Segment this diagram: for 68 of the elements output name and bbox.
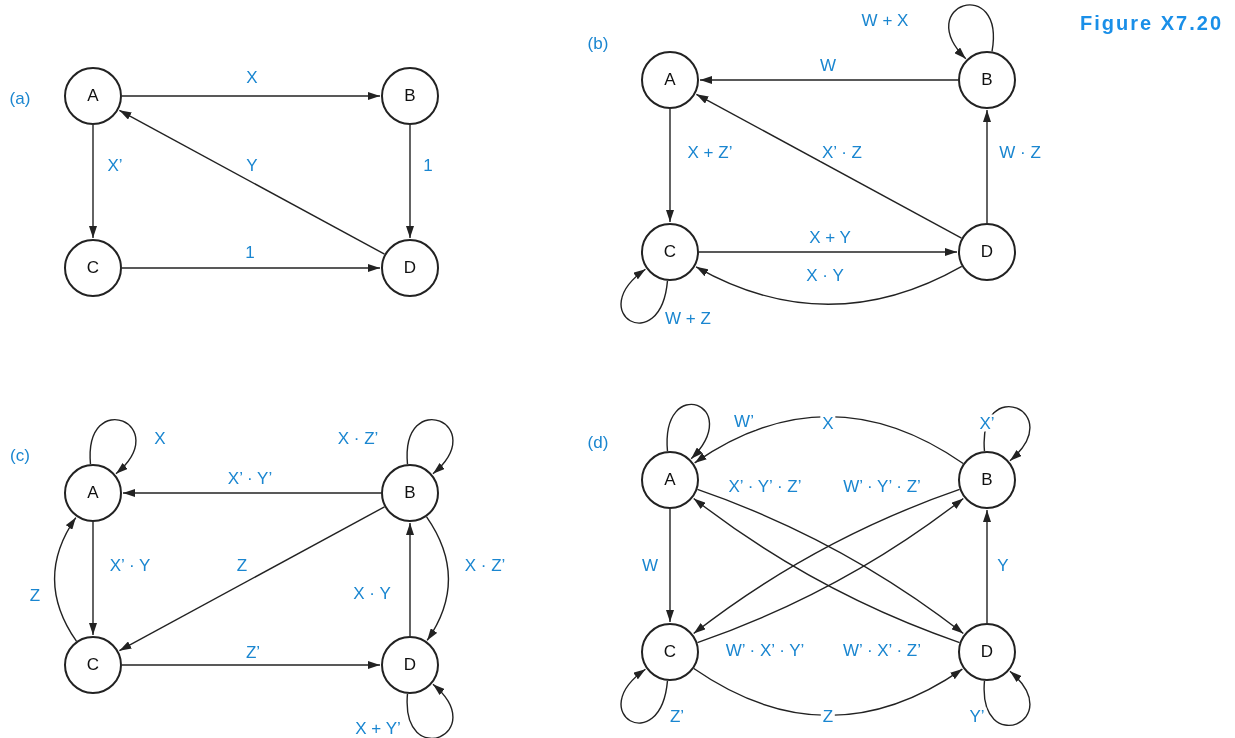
- edge-label: X · Z’: [335, 429, 381, 447]
- edge-label: 1: [421, 156, 435, 174]
- panel-label: (a): [9, 89, 31, 107]
- edge-label: X: [820, 414, 836, 432]
- edge-label: W + X: [859, 11, 911, 29]
- arrow: [693, 415, 964, 465]
- arrow: [122, 489, 382, 497]
- arrow: [948, 4, 995, 60]
- arrow: [89, 418, 137, 475]
- edge-label: X’: [105, 156, 125, 174]
- arrow: [121, 661, 381, 669]
- arrow: [89, 521, 97, 636]
- edge-label: X’ · Y’: [225, 469, 275, 487]
- edge-label: X’ · Z: [820, 143, 864, 161]
- arrow: [695, 93, 963, 239]
- arrow: [406, 418, 454, 475]
- arrow: [121, 264, 381, 272]
- edge-label: Y’: [967, 707, 987, 725]
- arrow: [983, 109, 991, 224]
- arrow: [118, 109, 386, 255]
- arrow: [53, 516, 78, 642]
- arrow: [983, 509, 991, 624]
- panel-label: (d): [587, 433, 609, 451]
- edge-label: Y: [995, 556, 1011, 574]
- arrow: [695, 265, 963, 305]
- arrow: [693, 667, 964, 717]
- edge-label: W’ · X’ · Y’: [723, 641, 807, 659]
- edge-label: W’: [732, 412, 756, 430]
- arrow: [425, 516, 450, 642]
- edge-label: X · Z’: [462, 556, 508, 574]
- edge-label: W’ · Y’ · Z’: [841, 477, 923, 495]
- edge-label: X’: [977, 414, 997, 432]
- panel-label: (c): [10, 446, 30, 464]
- edge-label: X: [244, 68, 260, 86]
- arrow: [666, 508, 674, 623]
- arrow: [89, 124, 97, 239]
- figure-title: Figure X7.20: [1080, 11, 1223, 36]
- edge-label: X’ · Y’ · Z’: [726, 477, 804, 495]
- edge-label: X + Y: [807, 228, 853, 246]
- edge-label: Z: [820, 707, 836, 725]
- arrow: [406, 683, 454, 738]
- edge-label: X + Y’: [353, 719, 403, 737]
- edge-label: X + Z’: [685, 143, 735, 161]
- edge-label: W · Z: [997, 143, 1043, 161]
- arrow: [620, 268, 669, 324]
- edge-label: X · Y: [804, 266, 846, 284]
- edge-label: X’ · Y: [107, 556, 153, 574]
- arrow: [118, 506, 386, 652]
- arrow: [666, 403, 711, 460]
- edge-label: W + Z: [663, 309, 713, 327]
- arrow: [406, 124, 414, 239]
- arrow: [698, 248, 958, 256]
- edge-label: Z: [234, 556, 250, 574]
- panel-label: (b): [587, 34, 609, 52]
- edge-label: X · Y: [351, 584, 393, 602]
- edge-label: X: [152, 429, 168, 447]
- arrow: [983, 670, 1031, 727]
- edge-label: W: [818, 56, 838, 74]
- arrow: [121, 92, 381, 100]
- arrow: [666, 108, 674, 223]
- edge-label: 1: [243, 243, 257, 261]
- arrow: [620, 668, 669, 724]
- arrow: [406, 522, 414, 637]
- arrow: [983, 405, 1031, 462]
- edge-label: Y: [244, 156, 260, 174]
- edge-label: W: [640, 556, 660, 574]
- arrow: [699, 76, 959, 84]
- edge-label: Z: [27, 586, 43, 604]
